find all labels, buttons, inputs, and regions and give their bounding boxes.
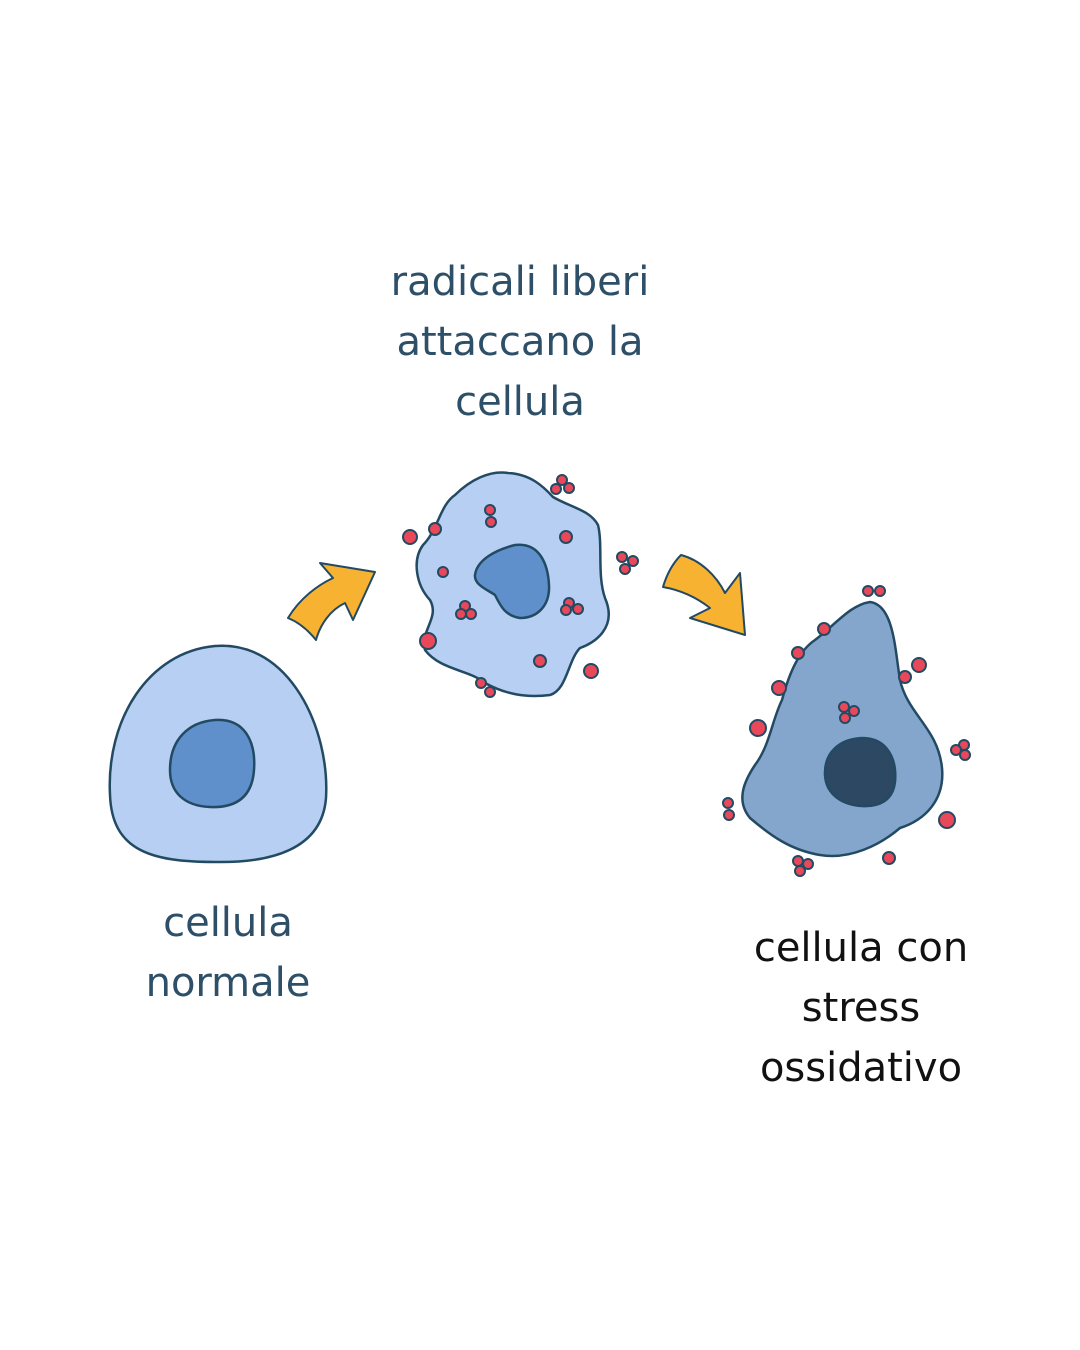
free-radical-icon: [428, 522, 442, 536]
free-radical-icon: [559, 530, 573, 544]
free-radical-icon: [838, 701, 850, 713]
label-stressed-cell: cellula con stress ossidativo: [690, 918, 1032, 1098]
free-radical-icon: [560, 604, 572, 616]
free-radical-icon: [959, 749, 971, 761]
label-line: radicali liberi: [390, 259, 650, 305]
free-radical-icon: [619, 563, 631, 575]
free-radical-icon: [950, 744, 962, 756]
label-line: stress: [801, 985, 921, 1031]
free-radical-icon: [749, 719, 767, 737]
normal-cell-nucleus-icon: [168, 718, 256, 809]
free-radical-icon: [802, 858, 814, 870]
label-normal-cell: cellula normale: [78, 893, 378, 1013]
free-radical-icon: [898, 670, 912, 684]
attacked-cell: [415, 471, 610, 698]
label-line: attaccano la: [396, 319, 644, 365]
arrow-to-attacked-cell-icon: [287, 562, 376, 641]
free-radical-icon: [402, 529, 418, 545]
free-radical-icon: [862, 585, 874, 597]
free-radical-icon: [465, 608, 477, 620]
free-radical-icon: [475, 677, 487, 689]
free-radical-icon: [839, 712, 851, 724]
free-radical-icon: [792, 855, 804, 867]
free-radical-icon: [616, 551, 628, 563]
free-radical-icon: [627, 555, 639, 567]
free-radical-icon: [563, 482, 575, 494]
free-radical-icon: [882, 851, 896, 865]
stressed-cell: [741, 600, 944, 858]
free-radical-icon: [771, 680, 787, 696]
normal-cell: [108, 644, 328, 864]
free-radical-icon: [419, 632, 437, 650]
free-radical-icon: [723, 809, 735, 821]
free-radical-icon: [455, 608, 467, 620]
label-line: cellula con: [753, 925, 969, 971]
label-radicals-attack: radicali liberi attaccano la cellula: [330, 252, 710, 432]
free-radical-icon: [848, 705, 860, 717]
free-radical-icon: [484, 504, 496, 516]
label-line: cellula: [455, 379, 585, 425]
free-radical-icon: [550, 483, 562, 495]
free-radicals: [402, 474, 971, 877]
free-radical-icon: [484, 686, 496, 698]
free-radical-icon: [722, 797, 734, 809]
free-radical-icon: [583, 663, 599, 679]
label-line: ossidativo: [759, 1045, 963, 1091]
free-radical-icon: [572, 603, 584, 615]
attacked-cell-nucleus-icon: [473, 543, 551, 620]
free-radical-icon: [817, 622, 831, 636]
free-radical-icon: [533, 654, 547, 668]
label-line: normale: [145, 960, 311, 1006]
label-line: cellula: [163, 900, 293, 946]
arrow-to-stressed-cell-icon: [662, 554, 746, 636]
free-radical-icon: [485, 516, 497, 528]
free-radical-icon: [874, 585, 886, 597]
free-radical-icon: [791, 646, 805, 660]
free-radical-icon: [556, 474, 568, 486]
free-radical-icon: [911, 657, 927, 673]
stressed-cell-nucleus-icon: [823, 736, 897, 808]
free-radical-icon: [938, 811, 956, 829]
stressed-cell-membrane-icon: [741, 600, 944, 858]
free-radical-icon: [794, 865, 806, 877]
free-radical-icon: [437, 566, 449, 578]
